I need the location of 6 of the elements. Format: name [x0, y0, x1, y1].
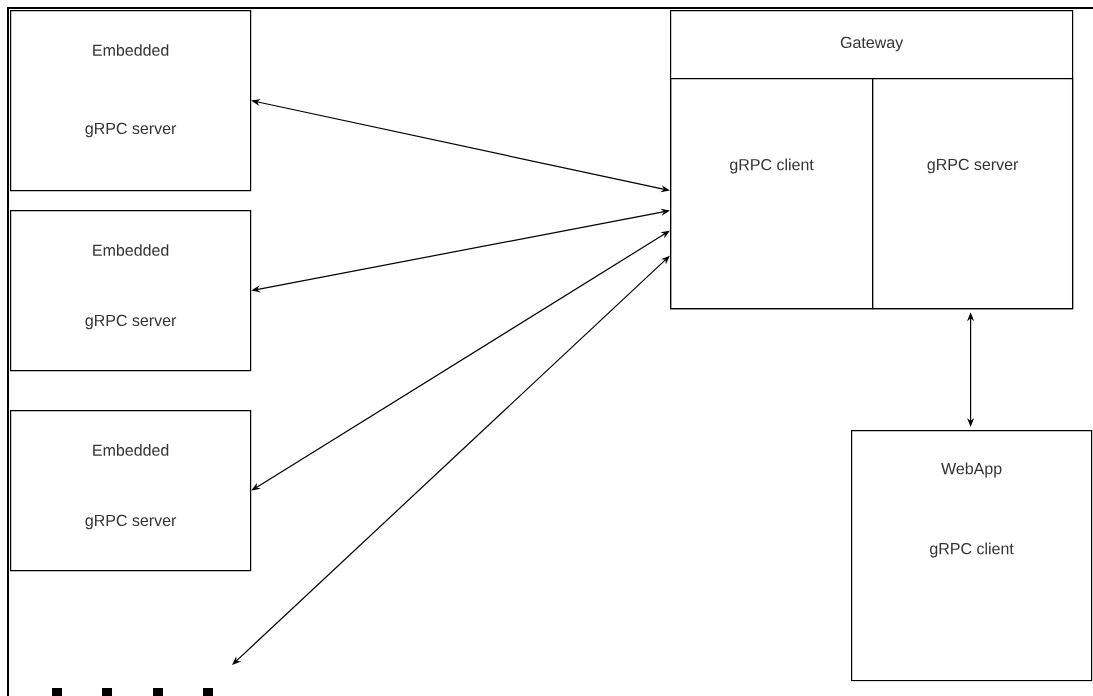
- client-section: gRPC client: [670, 78, 874, 310]
- server-box: Embedded gRPC server: [10, 10, 252, 192]
- server-box: Embedded gRPC server: [10, 210, 252, 372]
- server-section: gRPC server: [872, 78, 1074, 310]
- client-box: WebApp gRPC client: [851, 430, 1093, 682]
- server-box: Embedded gRPC server: [10, 410, 252, 572]
